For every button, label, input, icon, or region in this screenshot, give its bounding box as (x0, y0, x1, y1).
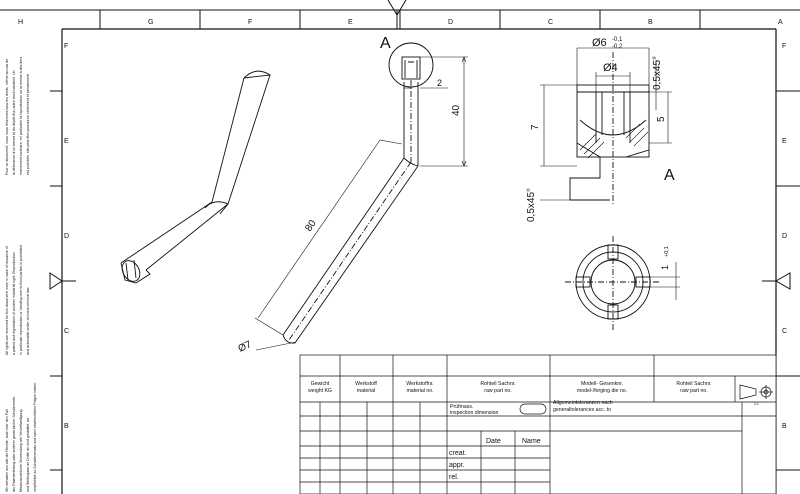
rod-dimension-texts: A 2 40 80 Ø7 (237, 35, 462, 355)
material-label-en: material (357, 388, 375, 394)
note-fr-line-4: est prohibée, elle peut être poursuivie … (26, 73, 30, 175)
model-no-label-en: model-/forging die no. (577, 388, 627, 394)
copyright-note-fr: Pour ce document, nous nous réservons to… (5, 57, 30, 175)
raw-part-2-label-en: raw part no. (680, 388, 707, 394)
weight-label-en: weight KG (308, 388, 332, 394)
detail-a-texts: Ø6 -0,1 -0,2 Ø4 0,5x45° 7 5 0,5x45° A (526, 37, 675, 222)
rod-side-view (282, 42, 434, 344)
note-de-line-2: der Patenterteilung oder anderer gewerbl… (12, 396, 16, 492)
sheet-scale-code: 1:1 (754, 402, 759, 406)
title-block-texts: Gewicht weight KG Werkstoff material Wer… (308, 381, 759, 416)
col-label-f: F (248, 19, 252, 26)
weight-label-de: Gewicht (311, 381, 330, 387)
dimension-slot-tolerance: +0,1 (664, 246, 670, 257)
note-de-line-5: verpflichtet zu Schadenersatz und kann s… (33, 382, 37, 492)
column-letters: H G F E D C B A (18, 19, 783, 26)
col-label-d: D (448, 19, 453, 26)
row-label-left-c: C (64, 328, 69, 335)
date-column-header: Date (486, 438, 501, 445)
row-label-left-e: E (64, 138, 69, 145)
end-view-texts: 1 +0,1 (660, 246, 670, 270)
row-label-right-c: C (782, 328, 787, 335)
model-no-label-de: Modell- Gesenknr. (581, 381, 623, 387)
note-en-line-3: in particular reproduction or handing ov… (19, 245, 23, 355)
end-view (565, 236, 661, 330)
copyright-note-de: Wir behalten uns alle die Rechte, auch f… (5, 382, 37, 492)
material-no-label-en: material no. (406, 388, 433, 394)
row-label-right-d: D (782, 233, 787, 240)
row-label-right-e: E (782, 138, 787, 145)
row-label-left-b: B (64, 423, 69, 430)
row-created-label: creat. (449, 450, 467, 457)
note-fr-line-1: Pour ce document, nous nous réservons to… (5, 59, 9, 175)
row-approved-label: appr. (449, 462, 465, 469)
tolerances-label-de: Allgemeintoleranzen nach (553, 400, 613, 406)
dimension-7: 7 (530, 124, 541, 130)
row-released-label: rel. (449, 474, 459, 481)
dimension-diameter-7: Ø7 (237, 339, 254, 355)
note-en-line-1: All rights are reserved for this documen… (5, 246, 9, 355)
note-de-line-4: und Weitergabe an Dritte ist nicht gesta… (26, 418, 30, 492)
raw-part-label-de: Rohteil Sachnr. (480, 381, 515, 387)
dimension-chamfer-top: 0,5x45° (652, 56, 663, 90)
dimension-chamfer-bottom: 0,5x45° (526, 188, 537, 222)
dimension-diameter-6: Ø6 (592, 37, 607, 49)
detail-a-callout: A (380, 35, 391, 52)
raw-part-label-en: raw part no. (484, 388, 511, 394)
row-label-right-f: F (782, 43, 786, 50)
row-letters-right: F E D C B (782, 43, 787, 430)
dimension-diameter-4: Ø4 (603, 62, 618, 74)
revision-table-texts: Date Name creat. appr. rel. (449, 438, 541, 481)
dimension-40: 40 (451, 104, 462, 116)
note-de-line-3: Missbraeuchliche Verwendung wie Vervielf… (19, 409, 23, 492)
note-en-line-4: and actionable under civil and criminal … (26, 287, 30, 355)
col-label-e: E (348, 19, 353, 26)
dimension-5: 5 (656, 116, 667, 122)
isometric-view (120, 70, 271, 284)
rod-dimensions (254, 56, 468, 351)
copyright-note-en: All rights are reserved for this documen… (5, 245, 30, 355)
dimension-slot-1: 1 (660, 265, 670, 270)
detail-a-title: A (664, 167, 675, 184)
dimension-2: 2 (437, 78, 442, 88)
end-view-dimensions (650, 262, 680, 300)
row-label-left-f: F (64, 43, 68, 50)
note-fr-line-2: la délivrance d'un brevet et du dépôt d'… (12, 70, 16, 175)
col-label-b: B (648, 19, 653, 26)
name-column-header: Name (522, 438, 541, 445)
dimension-80: 80 (303, 218, 319, 234)
raw-part-2-label-de: Rohteil Sachnr. (676, 381, 711, 387)
col-label-g: G (148, 19, 153, 26)
row-label-right-b: B (782, 423, 787, 430)
col-label-a: A (778, 19, 783, 26)
note-de-line-1: Wir behalten uns alle die Rechte, auch f… (5, 409, 9, 492)
detail-a-dimensions (540, 47, 672, 201)
row-label-left-d: D (64, 233, 69, 240)
note-en-line-2: a patent and registration of another ind… (12, 252, 16, 355)
col-label-c: C (548, 19, 553, 26)
row-letters-left: F E D C B (64, 43, 69, 430)
title-block (299, 354, 777, 494)
col-label-h: H (18, 19, 23, 26)
inspection-label-de: Prüfmass. (450, 404, 473, 410)
detail-a-section (569, 52, 650, 205)
inspection-label-en: inspection dimension (450, 410, 499, 416)
material-label-de: Werkstoff (355, 381, 377, 387)
tolerances-label-en: generaltolerances acc. to (553, 407, 611, 413)
material-no-label-de: Werkstoffnr. (406, 381, 433, 387)
note-fr-line-3: maniement contraire, en particulier la r… (19, 57, 23, 175)
detail-a-hatch (579, 123, 649, 159)
dimension-diameter-6-lower-tolerance: -0,2 (612, 44, 623, 50)
dimension-diameter-6-upper-tolerance: -0,1 (612, 37, 623, 43)
